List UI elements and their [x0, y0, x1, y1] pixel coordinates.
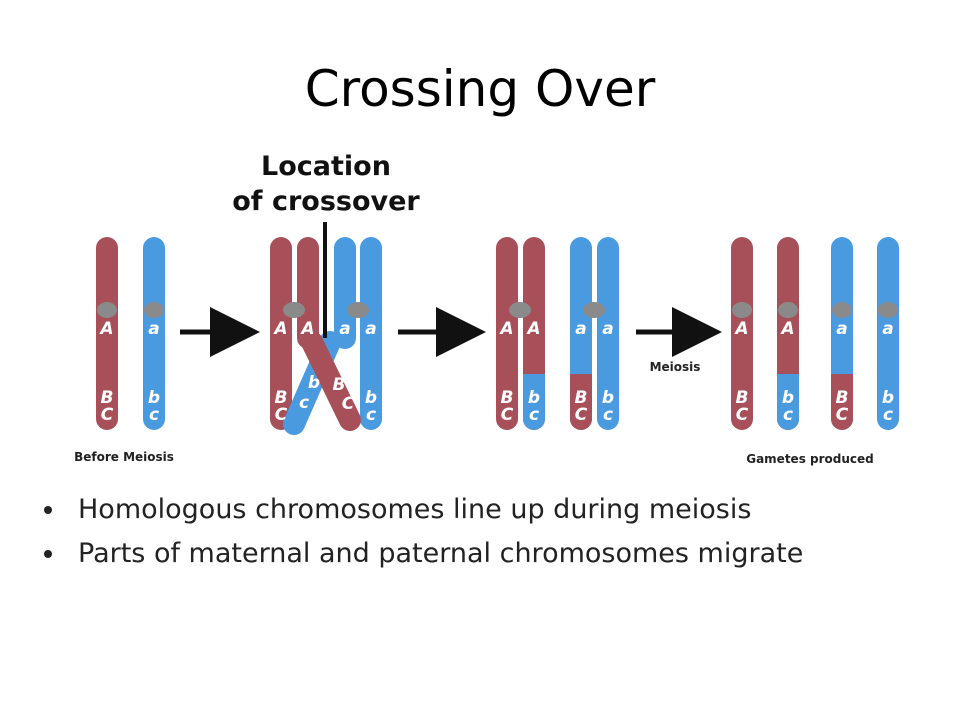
- bullet-text: Homologous chromosomes line up during me…: [78, 494, 752, 525]
- centromere: [97, 302, 117, 318]
- gene-label-b: b: [782, 388, 794, 408]
- gene-label-B: B: [101, 388, 114, 408]
- gene-label-A: A: [498, 319, 513, 339]
- gene-label-b: b: [528, 388, 540, 408]
- gene-label-a: a: [836, 319, 847, 339]
- before-meiosis-label: Before Meiosis: [74, 450, 174, 464]
- paternal-chromatid-top: [334, 237, 356, 349]
- centromere: [509, 302, 531, 318]
- maternal-chromatid: [270, 237, 292, 430]
- bullet-item: Parts of maternal and paternal chromosom…: [40, 532, 940, 576]
- gamete-chromosome: [731, 237, 753, 430]
- gene-label-b: b: [308, 373, 320, 393]
- gene-label-a: a: [882, 319, 893, 339]
- stage-before-meiosis: A B C a b c: [96, 237, 165, 430]
- gene-label-C: C: [342, 394, 355, 414]
- gene-label-c: c: [783, 405, 793, 425]
- centromere: [732, 302, 752, 318]
- gene-label-a: a: [575, 319, 586, 339]
- gene-label-c: c: [603, 405, 613, 425]
- gene-label-a: a: [602, 319, 613, 339]
- gene-label-B: B: [501, 388, 514, 408]
- centromere: [283, 302, 305, 318]
- recombinant-segment-maternal: [570, 374, 592, 430]
- gene-label-C: C: [575, 405, 588, 425]
- recombinant-segment-paternal: [523, 374, 545, 430]
- gene-label-a: a: [339, 319, 350, 339]
- slide-title: Crossing Over: [304, 60, 656, 118]
- gene-label-C: C: [736, 405, 749, 425]
- location-label-line1: Location: [261, 151, 391, 182]
- gene-label-C: C: [836, 405, 849, 425]
- centromere: [878, 302, 898, 318]
- gene-label-C: C: [275, 405, 288, 425]
- centromere: [144, 302, 164, 318]
- gene-label-a: a: [365, 319, 376, 339]
- gene-label-B: B: [275, 388, 288, 408]
- bullet-dot: [44, 550, 52, 558]
- gene-label-B: B: [836, 388, 849, 408]
- centromere: [832, 302, 852, 318]
- gene-label-A: A: [525, 319, 540, 339]
- crossing-over-diagram: A B C a b c A A a a B C b c B C b c Loca…: [74, 151, 899, 466]
- bullet-list: Homologous chromosomes line up during me…: [40, 488, 940, 576]
- gene-label-c: c: [883, 405, 893, 425]
- gene-label-C: C: [101, 405, 114, 425]
- gene-label-b: b: [602, 388, 614, 408]
- gene-label-A: A: [98, 319, 113, 339]
- centromere: [347, 302, 369, 318]
- paternal-chromosome: [143, 237, 165, 430]
- maternal-chromatid: [496, 237, 518, 430]
- stage-crossover: A A a a B C b c B C b c: [270, 222, 382, 435]
- gene-label-A: A: [733, 319, 748, 339]
- centromere: [778, 302, 798, 318]
- gene-label-c: c: [299, 393, 309, 413]
- gene-label-c: c: [149, 405, 159, 425]
- gene-label-c: c: [366, 405, 376, 425]
- bullet-item: Homologous chromosomes line up during me…: [40, 488, 940, 532]
- maternal-chromosome: [96, 237, 118, 430]
- crossed-segment-maternal: [301, 331, 361, 431]
- gamete-chromosome: [877, 237, 899, 430]
- centromere: [583, 302, 605, 318]
- gene-label-b: b: [882, 388, 894, 408]
- bullet-text: Parts of maternal and paternal chromosom…: [78, 538, 804, 569]
- gene-label-A: A: [779, 319, 794, 339]
- gene-label-c: c: [529, 405, 539, 425]
- gene-label-C: C: [501, 405, 514, 425]
- gene-label-B: B: [575, 388, 588, 408]
- gene-label-b: b: [365, 388, 377, 408]
- gametes-produced-label: Gametes produced: [746, 452, 874, 466]
- paternal-chromatid: [360, 237, 382, 430]
- gene-label-A: A: [272, 319, 287, 339]
- bullet-dot: [44, 506, 52, 514]
- meiosis-label: Meiosis: [650, 360, 701, 374]
- gene-label-B: B: [333, 375, 346, 395]
- gene-label-b: b: [148, 388, 160, 408]
- stage-recombined-pairs: A A a a B C b c B C b c: [496, 237, 619, 430]
- stage-gametes: A A a a B C b c B C b c: [731, 237, 899, 430]
- location-label-line2: of crossover: [232, 186, 420, 217]
- gene-label-B: B: [736, 388, 749, 408]
- maternal-chromatid-top: [297, 237, 319, 349]
- gene-label-a: a: [148, 319, 159, 339]
- paternal-chromatid: [597, 237, 619, 430]
- gene-label-A: A: [299, 319, 314, 339]
